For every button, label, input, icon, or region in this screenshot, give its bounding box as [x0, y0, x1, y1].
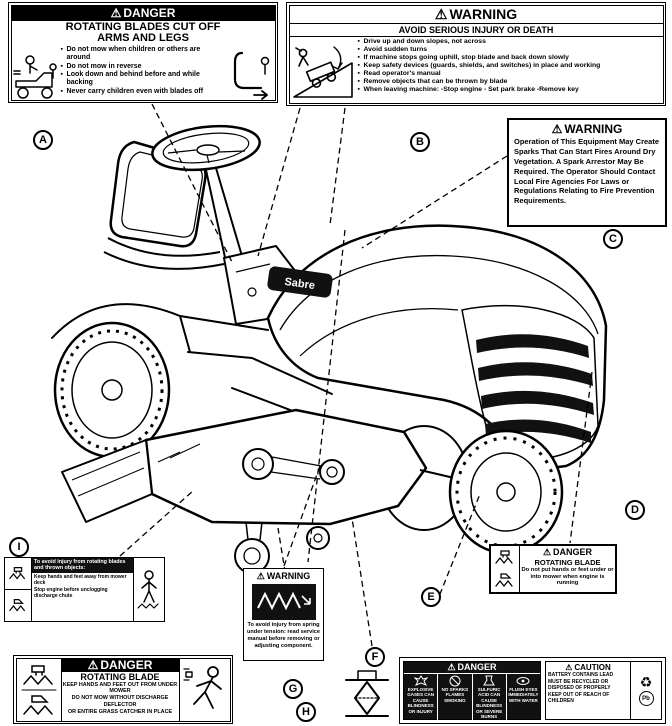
callout-a: A: [33, 130, 53, 150]
label-h-header: ⚠DANGER: [61, 657, 179, 672]
label-a-header: ⚠DANGER: [11, 5, 275, 21]
jack-lift-point-icon: [338, 668, 396, 724]
label-i-lines: Keep hands and feet away from mower deck…: [34, 573, 127, 600]
label-a-title: ROTATING BLADES CUT OFF ARMS AND LEGS: [65, 20, 221, 45]
warning-triangle-icon: ⚠: [434, 5, 448, 22]
label-e-battery-danger: ⚠DANGER EXPLOSIVE GASES CAN CAUSE BLINDN…: [403, 661, 541, 721]
callout-e: E: [421, 587, 441, 607]
label-b-bullet: When leaving machine: -Stop engine - Set…: [358, 86, 601, 94]
label-b-slope-warning: ⚠WARNING AVOID SERIOUS INJURY OR DEATH: [286, 2, 666, 106]
brand-logo: Sabre: [284, 276, 316, 292]
slope-tipover-icon: [290, 37, 356, 108]
label-b-bullet: If machine stops going uphill, stop blad…: [358, 54, 601, 62]
lead-pb-recycle-icon: Pb: [638, 691, 654, 706]
explosion-hazard-panel: EXPLOSIVE GASES CAN CAUSE BLINDNESS OR I…: [404, 674, 439, 721]
label-d-header: ⚠DANGER: [542, 547, 593, 557]
label-b-bullet: Drive up and down slopes, not across: [358, 38, 601, 46]
label-b-bullet: Read operator's manual: [358, 70, 601, 78]
label-d-rotating-blade-danger: ⚠DANGER ROTATING BLADE Do not put hands …: [489, 544, 617, 594]
label-i-heading: To avoid injury from rotating blades and…: [32, 558, 133, 573]
callout-d: D: [625, 500, 645, 520]
warning-triangle-icon: ⚠: [87, 657, 99, 672]
label-g-spring-warning: ⚠WARNING To avoid injury from spring und…: [243, 568, 324, 661]
callout-c: C: [603, 229, 623, 249]
label-e-battery-group: ⚠DANGER EXPLOSIVE GASES CAN CAUSE BLINDN…: [399, 657, 666, 724]
label-a-bullet: Never carry children even with blades of…: [61, 88, 226, 97]
label-h-title: ROTATING BLADE: [80, 671, 160, 682]
thrown-object-running-icon: [178, 658, 230, 721]
label-g-body: To avoid injury from spring under tensio…: [246, 622, 321, 649]
label-e-danger-header: ⚠DANGER: [404, 662, 540, 674]
label-g-header: ⚠WARNING: [256, 571, 311, 581]
label-d-title: ROTATING BLADE: [534, 558, 601, 567]
label-i-blades-thrown-objects-danger: To avoid injury from rotating blades and…: [4, 557, 165, 622]
hand-blade-icon: [491, 546, 520, 592]
callout-i: I: [9, 537, 29, 557]
no-sparks-panel: NO SPARKS FLAMES SMOKING: [438, 674, 473, 721]
brand-script: Sabre: [499, 441, 531, 462]
recycle-icon: ♻: [639, 674, 653, 690]
label-a-bullet: Do not mow in reverse: [61, 63, 226, 72]
warning-triangle-icon: ⚠: [447, 662, 456, 672]
label-b-bullet: Remove objects that can be thrown by bla…: [358, 78, 601, 86]
flush-eyes-panel: FLUSH EYES IMMEDIATELY WITH WATER: [507, 674, 540, 720]
warning-triangle-icon: ⚠: [110, 5, 122, 20]
no-flames-icon: [449, 675, 461, 687]
label-a-rotating-blades-danger: ⚠DANGER ROTATING BLADES CUT OFF ARMS AND…: [8, 2, 278, 103]
label-c-header: ⚠WARNING: [551, 122, 623, 136]
label-b-title: AVOID SERIOUS INJURY OR DEATH: [289, 24, 663, 37]
mower-children-hazard-icon: [12, 45, 59, 108]
warning-triangle-icon: ⚠: [542, 547, 552, 557]
label-b-bullet: Avoid sudden turns: [358, 46, 601, 54]
bystander-blade-icon: [133, 558, 164, 621]
eye-icon: [516, 677, 530, 685]
label-h-rotating-blade-danger: ⚠DANGER ROTATING BLADE KEEP HANDS AND FE…: [13, 655, 233, 724]
label-i-pictograms: [5, 558, 32, 621]
callout-b: B: [410, 132, 430, 152]
callout-h: H: [296, 702, 316, 722]
hand-blade-icon: [5, 558, 31, 589]
label-b-header: ⚠WARNING: [289, 5, 663, 24]
label-a-bullet: Do not mow when children or others are a…: [61, 46, 226, 63]
warning-triangle-icon: ⚠: [565, 663, 573, 672]
label-b-bullet: Keep safety devices (guards, shields, an…: [358, 62, 601, 70]
callout-g: G: [283, 679, 303, 699]
acid-icon: [483, 675, 496, 686]
warning-triangle-icon: ⚠: [256, 571, 265, 581]
label-c-body: Operation of This Equipment May Create S…: [514, 137, 660, 206]
label-a-bullets: Do not mow when children or others are a…: [59, 46, 228, 97]
label-d-body: Do not put hands or feet under or into m…: [521, 567, 614, 587]
hand-foot-blade-icon: [17, 658, 62, 721]
callout-f: F: [365, 647, 385, 667]
label-e-battery-caution: ⚠CAUTION BATTERY CONTAINS LEAD MUST BE R…: [545, 661, 662, 720]
label-e-caution-header: ⚠CAUTION: [565, 663, 611, 672]
label-c-spark-arrestor-warning: ⚠WARNING Operation of This Equipment May…: [507, 118, 667, 227]
label-h-lines: KEEP HANDS AND FEET OUT FROM UNDER MOWER…: [62, 681, 178, 715]
spring-tension-icon: [251, 584, 316, 620]
sulfuric-acid-panel: SULFURIC ACID CAN CAUSE BLINDNESS OR SEV…: [473, 674, 507, 721]
label-a-bullet: Look down and behind before and while ba…: [61, 71, 226, 88]
explosion-icon: [413, 675, 428, 686]
look-behind-seat-icon: [228, 45, 275, 108]
label-e-caution-lines: BATTERY CONTAINS LEAD MUST BE RECYCLED O…: [548, 672, 614, 704]
foot-blade-icon: [5, 589, 31, 621]
warning-triangle-icon: ⚠: [551, 122, 563, 136]
label-b-bullets: Drive up and down slopes, not across Avo…: [356, 38, 603, 95]
